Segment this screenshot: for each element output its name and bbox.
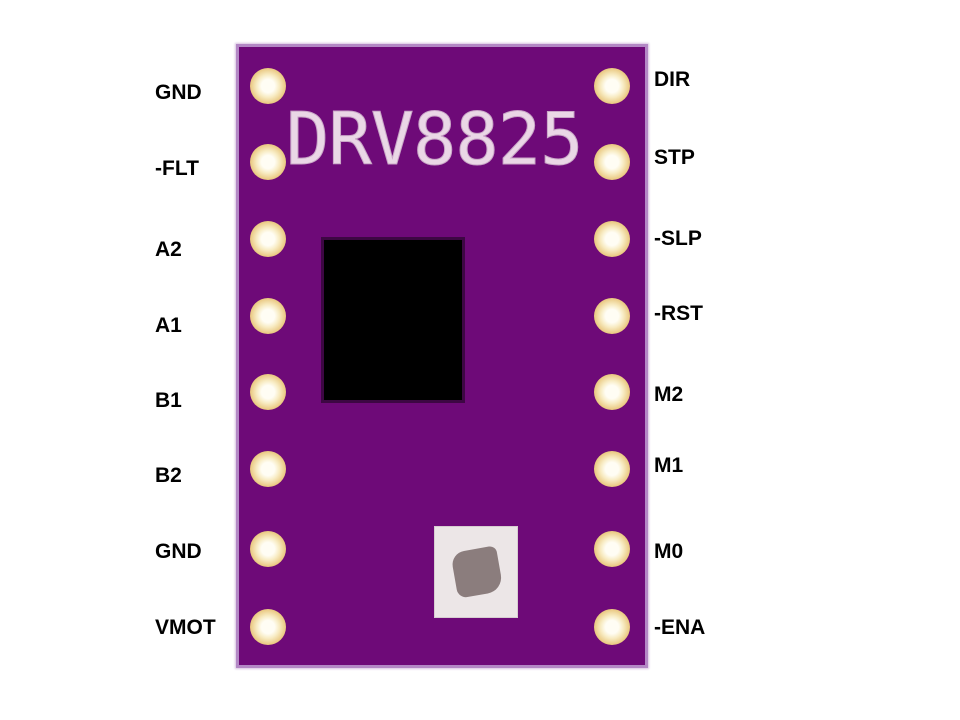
board-silkscreen-text: DRV8825 xyxy=(286,97,582,181)
pad-left-4 xyxy=(250,298,286,334)
pad-right-2 xyxy=(594,144,630,180)
pad-right-5 xyxy=(594,374,630,410)
current-limit-potentiometer xyxy=(434,526,518,618)
pad-left-7 xyxy=(250,531,286,567)
pin-label-right-m0: M0 xyxy=(654,540,684,563)
pad-right-1 xyxy=(594,68,630,104)
pin-label-right-rst: -RST xyxy=(654,302,703,325)
pin-label-left-b1: B1 xyxy=(155,389,182,412)
pin-label-left-flt: -FLT xyxy=(155,157,199,180)
pin-label-right-m2: M2 xyxy=(654,383,684,406)
pad-left-2 xyxy=(250,144,286,180)
pad-left-3 xyxy=(250,221,286,257)
potentiometer-adjuster xyxy=(450,545,504,599)
pad-left-8 xyxy=(250,609,286,645)
pin-label-left-a2: A2 xyxy=(155,238,182,261)
pad-right-3 xyxy=(594,221,630,257)
pin-label-left-b2: B2 xyxy=(155,464,182,487)
pad-right-6 xyxy=(594,451,630,487)
pin-label-left-gnd-top: GND xyxy=(155,81,202,104)
pin-label-left-vmot: VMOT xyxy=(155,616,216,639)
pin-label-right-ena: -ENA xyxy=(654,616,706,639)
pin-label-right-dir: DIR xyxy=(654,68,691,91)
pad-right-7 xyxy=(594,531,630,567)
pin-label-right-stp: STP xyxy=(654,146,695,169)
pad-left-6 xyxy=(250,451,286,487)
pad-right-4 xyxy=(594,298,630,334)
pad-left-1 xyxy=(250,68,286,104)
board-silkscreen-title: DRV8825 xyxy=(286,97,584,182)
pin-label-right-m1: M1 xyxy=(654,454,684,477)
pin-label-left-a1: A1 xyxy=(155,314,182,337)
pad-left-5 xyxy=(250,374,286,410)
pad-right-8 xyxy=(594,609,630,645)
driver-ic xyxy=(324,240,462,400)
pin-label-left-gnd-bottom: GND xyxy=(155,540,202,563)
pin-label-right-slp: -SLP xyxy=(654,227,702,250)
